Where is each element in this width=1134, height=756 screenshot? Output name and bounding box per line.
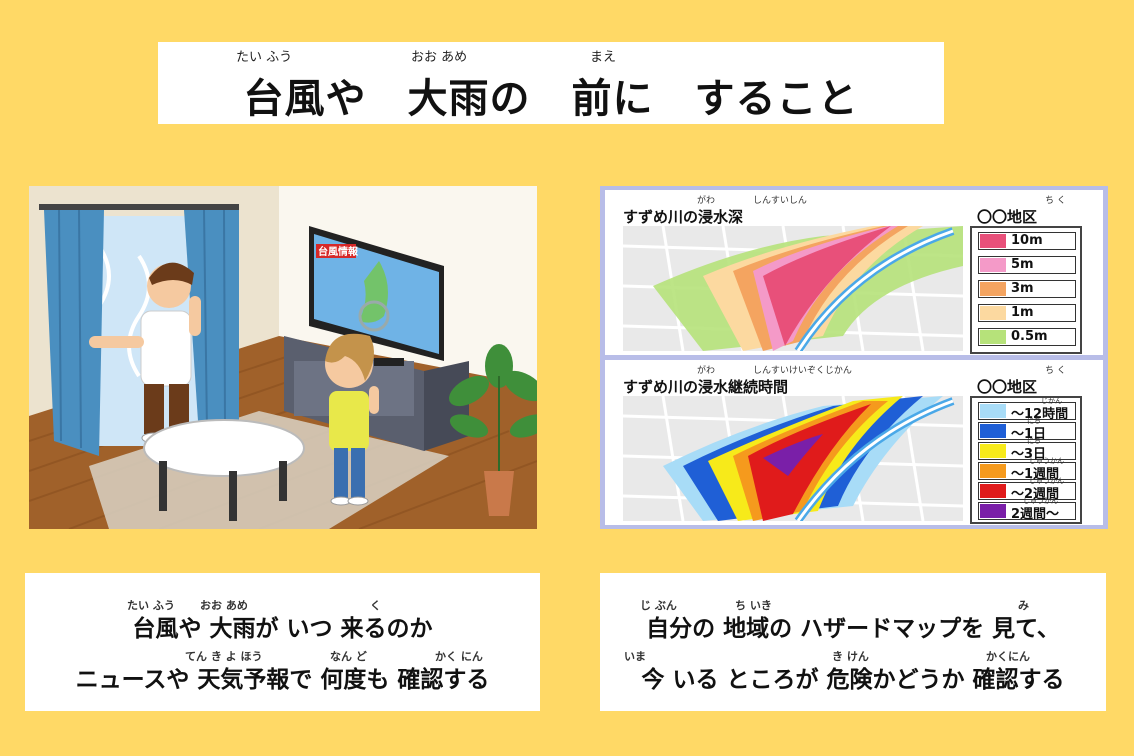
- ruby-text: じ ぶん: [640, 599, 677, 612]
- duration-legend: じかん ～12時間 にち ～1日 にち ～3日 しゅうかん ～1週間 しゅうかん: [970, 396, 1082, 524]
- title-ruby-mae: まえ: [590, 50, 617, 65]
- legend-label: 3m: [1011, 281, 1034, 296]
- ruby-text: き けん: [832, 650, 869, 663]
- caption-left-line-2: ニュースや 天気予報で 何度も 確認する: [75, 667, 490, 693]
- legend-ruby: にち: [1027, 417, 1041, 425]
- ruby-text: てん き よ ほう: [185, 650, 263, 663]
- legend-ruby: じかん: [1041, 397, 1062, 405]
- depth-legend-item: 0.5m: [978, 328, 1076, 346]
- legend-swatch: [980, 330, 1006, 344]
- duration-area-name: 〇〇地区: [977, 378, 1038, 396]
- depth-map-image: [623, 226, 963, 351]
- legend-ruby: にち: [1027, 437, 1041, 445]
- tv-label: 台風情報: [318, 245, 359, 258]
- duration-map-panel: がわ しんすいけいぞくじかん すずめ川の浸水継続時間 ち く 〇〇地区: [605, 360, 1103, 525]
- depth-legend-item: 5m: [978, 256, 1076, 274]
- ruby-text: おお あめ: [200, 599, 248, 612]
- ruby-text: たい ふう: [127, 599, 175, 612]
- hazard-maps: がわ しんすいしん すずめ川の浸水深 ち く 〇〇地区: [600, 186, 1108, 529]
- duration-legend-item: にち ～3日: [978, 437, 1076, 462]
- depth-map-title: すずめ川の浸水深: [623, 208, 744, 226]
- family-watching-tv-illustration: 台風情報: [29, 186, 537, 529]
- title-ruby-taifuu: たい ふう: [236, 50, 293, 65]
- depth-legend-item: 1m: [978, 304, 1076, 322]
- duration-legend-item: しゅうかん ～2週間: [978, 477, 1076, 502]
- legend-swatch: [980, 234, 1006, 248]
- title-banner: たい ふう おお あめ まえ 台風や 大雨の 前に すること: [158, 42, 944, 124]
- caption-right-line-1: 自分の 地域の ハザードマップを 見て、: [646, 616, 1060, 642]
- depth-map-panel: がわ しんすいしん すずめ川の浸水深 ち く 〇〇地区: [605, 190, 1103, 355]
- depth-legend-item: 3m: [978, 280, 1076, 298]
- duration-legend-item: しゅうかん 2週間～: [978, 497, 1076, 522]
- duration-legend-item: しゅうかん ～1週間: [978, 457, 1076, 482]
- legend-ruby: しゅうかん: [1029, 457, 1064, 465]
- legend-label: ～2週間: [1011, 487, 1060, 502]
- legend-swatch: [980, 258, 1006, 272]
- legend-label: 10m: [1011, 233, 1043, 248]
- legend-swatch: [980, 424, 1006, 438]
- duration-area-ruby: ち く: [1045, 366, 1066, 376]
- legend-label: ～1日: [1011, 427, 1047, 442]
- legend-swatch: [980, 282, 1006, 296]
- legend-swatch: [980, 464, 1006, 478]
- ruby-text: み: [1018, 599, 1029, 612]
- legend-label: 0.5m: [1011, 329, 1048, 344]
- legend-label: 2週間～: [1011, 507, 1060, 522]
- depth-ruby-shinsuishin: しんすいしん: [753, 196, 807, 206]
- caption-left-line-1: 台風や 大雨が いつ 来るのか: [132, 616, 433, 642]
- depth-legend: 10m 5m 3m 1m 0.5m: [970, 226, 1082, 354]
- caption-right-line-2: 今 いる ところが 危険かどうか 確認する: [641, 667, 1065, 693]
- duration-ruby-kawa: がわ: [697, 366, 716, 376]
- depth-area-ruby: ち く: [1045, 196, 1066, 206]
- duration-map-title: すずめ川の浸水継続時間: [623, 378, 789, 396]
- legend-label: ～3日: [1011, 447, 1047, 462]
- legend-ruby: しゅうかん: [1029, 477, 1064, 485]
- ruby-text: かく にん: [435, 650, 483, 663]
- legend-swatch: [980, 404, 1006, 418]
- ruby-text: く: [370, 599, 381, 612]
- duration-ruby-shinsui: しんすいけいぞくじかん: [753, 366, 852, 376]
- ruby-text: ち いき: [735, 599, 772, 612]
- legend-label: 1m: [1011, 305, 1034, 320]
- legend-ruby: しゅうかん: [1023, 497, 1058, 505]
- ruby-text: いま: [624, 650, 646, 663]
- depth-ruby-kawa: がわ: [697, 196, 716, 206]
- ruby-text: なん ど: [330, 650, 367, 663]
- page-title: 台風や 大雨の 前に すること: [243, 76, 859, 122]
- legend-label: ～1週間: [1011, 467, 1060, 482]
- caption-right: じ ぶん ち いき み 自分の 地域の ハザードマップを 見て、 いま き けん…: [600, 573, 1106, 711]
- caption-left: たい ふう おお あめ く 台風や 大雨が いつ 来るのか てん き よ ほう …: [25, 573, 540, 711]
- depth-area-name: 〇〇地区: [977, 208, 1038, 226]
- duration-legend-item: にち ～1日: [978, 417, 1076, 442]
- legend-swatch: [980, 504, 1006, 518]
- ruby-text: かくにん: [986, 650, 1030, 663]
- duration-map-image: [623, 396, 963, 521]
- depth-legend-item: 10m: [978, 232, 1076, 250]
- legend-swatch: [980, 444, 1006, 458]
- legend-swatch: [980, 306, 1006, 320]
- room-scene-image: 台風情報: [29, 186, 537, 529]
- legend-label: ～12時間: [1011, 407, 1069, 422]
- title-ruby-ooame: おお あめ: [411, 50, 468, 65]
- legend-label: 5m: [1011, 257, 1034, 272]
- legend-swatch: [980, 484, 1006, 498]
- duration-legend-item: じかん ～12時間: [978, 397, 1076, 422]
